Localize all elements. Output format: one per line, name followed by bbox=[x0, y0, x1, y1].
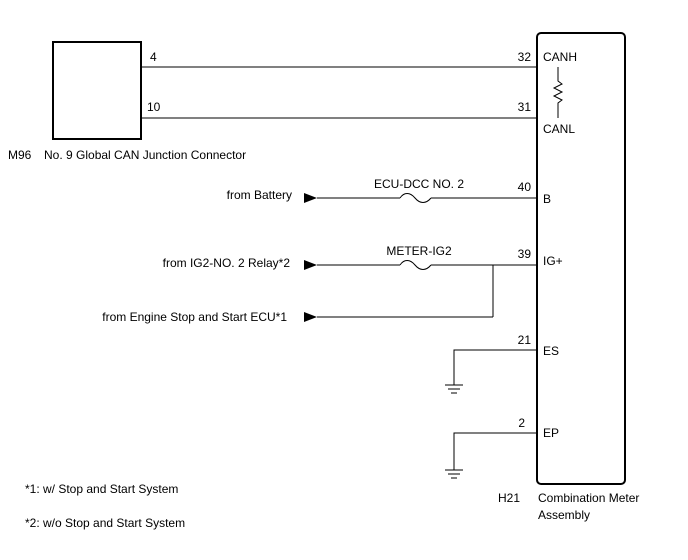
meter-pin-canh: 32 bbox=[518, 50, 532, 64]
battery-source-label: from Battery bbox=[227, 188, 292, 202]
ecu-dcc-fuse-label: ECU-DCC NO. 2 bbox=[374, 177, 464, 191]
ig2-relay-source-label: from IG2-NO. 2 Relay*2 bbox=[163, 256, 291, 270]
meter-terminal-canl: CANL bbox=[543, 122, 575, 136]
footnote-1: *1: w/ Stop and Start System bbox=[25, 482, 178, 496]
engine-ecu-arrow-icon bbox=[304, 312, 317, 322]
meter-pin-canl: 31 bbox=[518, 100, 532, 114]
junction-pin-canl: 10 bbox=[147, 100, 161, 114]
es-wire bbox=[453, 349, 537, 385]
footnote-2: *2: w/o Stop and Start System bbox=[25, 516, 185, 530]
battery-arrow-icon bbox=[304, 193, 317, 203]
meter-terminal-es: ES bbox=[543, 344, 559, 358]
junction-connector-code: M96 bbox=[8, 148, 32, 162]
meter-ig2-fuse-icon bbox=[399, 260, 432, 270]
termination-resistor-icon bbox=[552, 67, 564, 118]
ig2-arrow-icon bbox=[304, 260, 317, 270]
engine-ecu-source-label: from Engine Stop and Start ECU*1 bbox=[102, 310, 287, 324]
junction-connector-box bbox=[52, 41, 142, 140]
meter-terminal-ig: IG+ bbox=[543, 254, 563, 268]
combination-meter-box bbox=[536, 32, 626, 485]
meter-pin-b: 40 bbox=[518, 180, 532, 194]
meter-pin-ep: 2 bbox=[518, 416, 525, 430]
junction-connector-name: No. 9 Global CAN Junction Connector bbox=[44, 148, 246, 162]
es-ground-icon bbox=[445, 384, 463, 394]
ecu-dcc-fuse-icon bbox=[399, 193, 432, 203]
ep-wire bbox=[453, 432, 537, 470]
meter-code: H21 bbox=[498, 491, 520, 505]
meter-terminal-canh: CANH bbox=[543, 50, 577, 64]
ep-ground-icon bbox=[445, 469, 463, 479]
meter-name-line2: Assembly bbox=[538, 508, 590, 522]
meter-terminal-b: B bbox=[543, 192, 551, 206]
meter-name-line1: Combination Meter bbox=[538, 491, 639, 505]
meter-ig2-fuse-label: METER-IG2 bbox=[386, 244, 452, 258]
junction-pin-canh: 4 bbox=[150, 50, 157, 64]
meter-pin-es: 21 bbox=[518, 333, 532, 347]
meter-terminal-ep: EP bbox=[543, 426, 559, 440]
meter-pin-ig: 39 bbox=[518, 247, 532, 261]
